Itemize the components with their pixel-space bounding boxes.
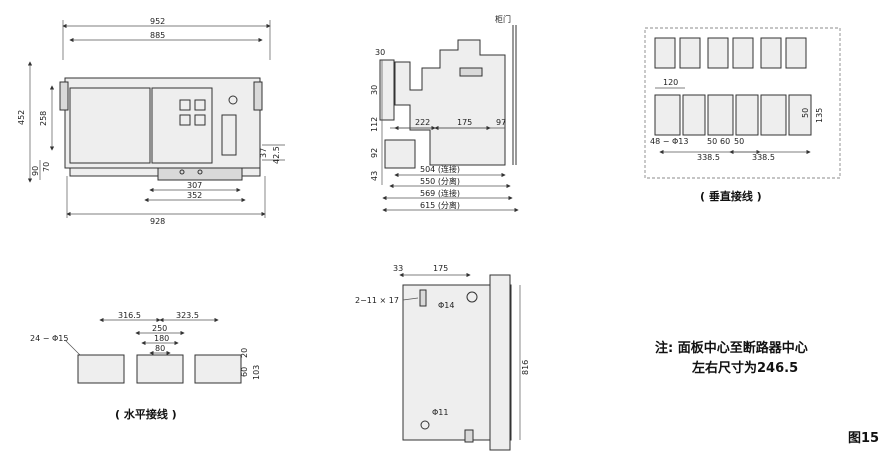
depth-569: 569 (连接) [420, 188, 460, 198]
dim-phi11: Φ11 [432, 408, 448, 417]
dim-37: 37 [259, 148, 268, 158]
dim-135: 135 [815, 108, 824, 123]
dim-307: 307 [187, 181, 202, 190]
dim-338-5-left: 338.5 [697, 153, 720, 162]
dim-80: 80 [155, 344, 165, 353]
dim-97: 97 [496, 118, 506, 127]
dim-175-p: 175 [433, 264, 448, 273]
depth-550: 550 (分离) [420, 176, 460, 186]
side-view: 柜门 30 30 112 92 43 222 175 97 504 (连接) 5… [370, 14, 519, 213]
dim-180: 180 [154, 334, 169, 343]
slot-spec: 2−11 × 17 [355, 296, 399, 305]
dim-42-5: 42.5 [272, 146, 281, 164]
dim-20: 20 [240, 348, 249, 358]
panel-cutout-view: 33 175 2−11 × 17 Φ14 816 Φ11 [355, 264, 530, 451]
dim-90: 90 [31, 166, 40, 176]
dim-928: 928 [150, 217, 165, 226]
caption-horizontal: ( 水平接线 ) [115, 407, 177, 421]
dim-43: 43 [370, 171, 379, 181]
dim-30: 30 [370, 85, 379, 95]
dim-885: 885 [150, 31, 165, 40]
dim-250: 250 [152, 324, 167, 333]
dim-338-5-right: 338.5 [752, 153, 775, 162]
vertical-connection-view: 120 50 135 48 − Φ13 338.5 50 60 50 338.5… [644, 27, 841, 203]
horizontal-connection-view: 24 − Φ15 316.5 323.5 250 180 80 20 60 10… [30, 311, 261, 421]
dim-258: 258 [39, 111, 48, 126]
dim-70: 70 [42, 162, 51, 172]
dim-352: 352 [187, 191, 202, 200]
dim-50-v: 50 [801, 108, 810, 118]
dim-33: 33 [393, 264, 403, 273]
dim-30-top: 30 [375, 48, 385, 57]
dim-60: 60 [720, 137, 730, 146]
dim-222: 222 [415, 118, 430, 127]
note-line-2: 左右尺寸为246.5 [692, 360, 798, 376]
label-cabinet-door: 柜门 [495, 14, 511, 24]
dim-952: 952 [150, 17, 165, 26]
dim-60-h: 60 [240, 367, 249, 377]
caption-vertical: ( 垂直接线 ) [700, 189, 762, 203]
dim-92: 92 [370, 148, 379, 158]
dim-112: 112 [370, 117, 379, 132]
dim-175: 175 [457, 118, 472, 127]
front-view: 952 885 452 258 90 70 37 42.5 [17, 17, 285, 226]
vertical-connection-frame [644, 27, 841, 179]
dim-316-5: 316.5 [118, 311, 141, 320]
dim-phi14: Φ14 [438, 301, 454, 310]
depth-504: 504 (连接) [420, 164, 460, 174]
hole-spec-h: 24 − Φ15 [30, 334, 68, 343]
hole-spec: 48 − Φ13 [650, 137, 688, 146]
figure-label: 图15 [848, 431, 879, 446]
dim-50-b: 50 [734, 137, 744, 146]
dim-103: 103 [252, 365, 261, 380]
dim-452: 452 [17, 110, 26, 125]
note-line-1: 注: 面板中心至断路器中心 [655, 340, 808, 356]
dim-323-5: 323.5 [176, 311, 199, 320]
dim-50-a: 50 [707, 137, 717, 146]
depth-615: 615 (分离) [420, 200, 460, 210]
dim-816: 816 [521, 360, 530, 375]
dim-120: 120 [663, 78, 678, 87]
